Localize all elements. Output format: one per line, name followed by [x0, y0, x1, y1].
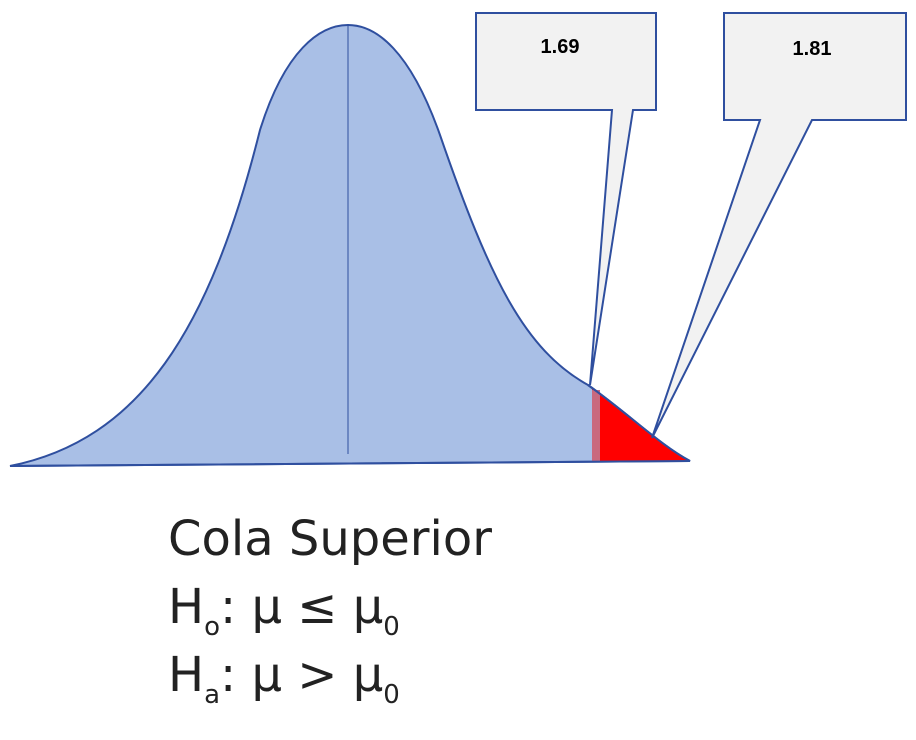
null-hypothesis-symbol: H — [168, 579, 205, 635]
curve-baseline — [9, 460, 691, 467]
critical-value-edge — [592, 390, 600, 461]
null-hypothesis: Ho: μ ≤ μ0 — [168, 578, 400, 640]
alternative-hypothesis-relation: : μ > μ — [220, 647, 384, 703]
callout-test-statistic: 1.81 — [651, 12, 907, 439]
callout-critical-value-label: 1.69 — [541, 36, 580, 58]
null-hypothesis-subscript: o — [204, 612, 221, 642]
curve-tail-outline — [587, 384, 691, 462]
alternative-hypothesis-subscript: a — [204, 680, 221, 710]
alternative-hypothesis-param-subscript: 0 — [383, 680, 400, 710]
rejection-region — [592, 389, 690, 461]
alternative-hypothesis: Ha: μ > μ0 — [168, 646, 400, 708]
alternative-hypothesis-symbol: H — [168, 647, 205, 703]
callout-critical-value: 1.69 — [475, 12, 657, 386]
null-hypothesis-param-subscript: 0 — [383, 612, 400, 642]
null-hypothesis-relation: : μ ≤ μ — [220, 579, 384, 635]
callout-test-statistic-label: 1.81 — [793, 38, 832, 60]
upper-tail-test-diagram: 1.69 1.81 — [9, 12, 907, 467]
tail-type-title: Cola Superior — [168, 511, 492, 567]
